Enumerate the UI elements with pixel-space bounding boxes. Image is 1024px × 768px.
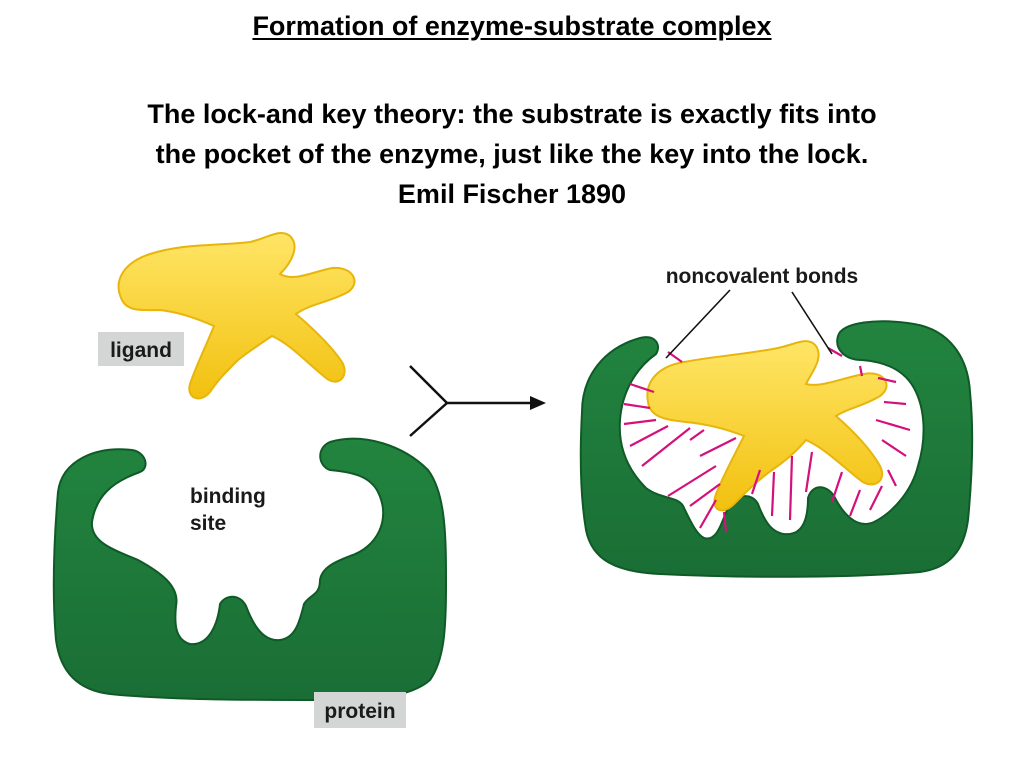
reaction-arrow bbox=[409, 365, 535, 437]
theory-line-2: the pocket of the enzyme, just like the … bbox=[155, 139, 869, 169]
noncovalent-bonds-label: noncovalent bonds bbox=[666, 265, 859, 288]
complex-ligand-shape bbox=[646, 340, 888, 512]
binding-site-label-line1: binding bbox=[190, 485, 266, 508]
arrow-head-icon bbox=[530, 396, 546, 410]
theory-text: The lock-and key theory: the substrate i… bbox=[0, 94, 1024, 214]
ligand-label-bg bbox=[98, 332, 184, 366]
noncovalent-bond-lines bbox=[623, 347, 911, 533]
complex-protein-shape bbox=[579, 320, 974, 578]
theory-line-1: The lock-and key theory: the substrate i… bbox=[147, 99, 877, 129]
protein-shape bbox=[52, 437, 448, 702]
theory-line-3: Emil Fischer 1890 bbox=[397, 179, 627, 209]
protein-label: protein bbox=[324, 700, 395, 723]
ligand-shape bbox=[117, 232, 356, 400]
protein-label-bg bbox=[314, 692, 406, 728]
ligand-label: ligand bbox=[110, 339, 172, 362]
slide-title: Formation of enzyme-substrate complex bbox=[252, 11, 772, 41]
noncovalent-bonds-leader-lines bbox=[665, 289, 833, 359]
binding-site-label-line2: site bbox=[190, 512, 226, 535]
